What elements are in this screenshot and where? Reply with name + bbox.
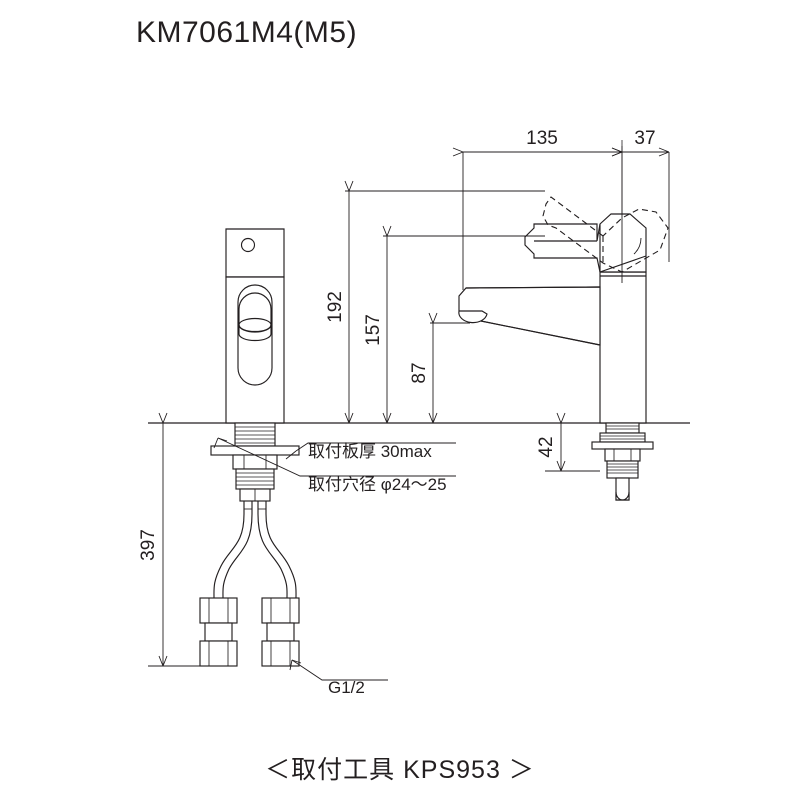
dimension-135: 135	[526, 128, 558, 149]
page-title: KM7061M4(M5)	[136, 16, 358, 49]
dimension-42-group: 42	[536, 412, 600, 472]
annotation-hole-diameter: 取付穴径 φ24〜25	[213, 437, 456, 494]
dimension-397-group: 397	[138, 412, 200, 667]
dimension-42: 42	[536, 436, 557, 457]
annotation-thread-spec-label: G1/2	[328, 678, 365, 697]
annotation-plate-thickness-label: 取付板厚 30max	[308, 442, 432, 461]
dimension-37: 37	[634, 128, 655, 149]
dimension-vertical-group: 192 157 87	[325, 180, 545, 424]
annotation-thread-spec: G1/2	[289, 659, 388, 697]
dimension-157: 157	[363, 314, 384, 346]
dimension-87: 87	[409, 362, 430, 383]
front-view	[199, 228, 300, 667]
annotation-plate-thickness: 取付板厚 30max	[285, 442, 456, 461]
dimension-horizontal-group: 135 37	[452, 128, 670, 290]
side-view	[458, 140, 669, 501]
dimension-192: 192	[325, 291, 346, 323]
annotation-hole-diameter-label: 取付穴径 φ24〜25	[308, 475, 447, 494]
dimension-397: 397	[138, 529, 159, 561]
footer-note: ＜取付工具 KPS953 ＞	[265, 756, 535, 784]
